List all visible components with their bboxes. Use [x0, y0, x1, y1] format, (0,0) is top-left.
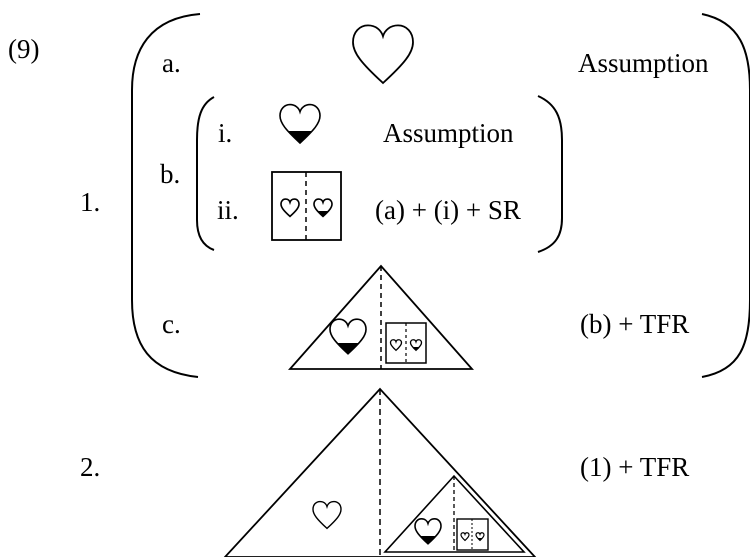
nested-triangle-diagram	[223, 387, 537, 557]
step1-number: 1.	[80, 187, 100, 217]
step1c-justification: (b) + TFR	[580, 309, 689, 339]
step1b-i-justification: Assumption	[383, 118, 514, 148]
dotted-heart-icon	[353, 25, 413, 83]
step1c-label: c.	[162, 309, 181, 339]
small-striped-heart-icon	[314, 199, 332, 216]
step1b-ii-justification: (a) + (i) + SR	[375, 195, 521, 225]
step2-number: 2.	[80, 452, 100, 482]
step2-justification: (1) + TFR	[580, 452, 689, 482]
step1b-ii-label: ii.	[217, 195, 239, 225]
step1b-right-paren	[537, 95, 563, 253]
example-number: (9)	[8, 34, 39, 64]
step1-left-paren	[131, 13, 201, 378]
striped-heart-icon	[330, 319, 366, 354]
step1b-label: b.	[160, 159, 180, 189]
step1a-label: a.	[162, 48, 181, 78]
split-box-diagram	[456, 518, 489, 551]
small-outline-heart-icon	[281, 199, 299, 216]
split-box-diagram	[386, 322, 426, 364]
dotted-heart-icon	[313, 502, 341, 529]
striped-heart-icon	[280, 105, 320, 143]
split-triangle-diagram	[288, 264, 474, 369]
split-triangle-diagram	[383, 474, 526, 552]
step1b-left-paren	[196, 96, 215, 251]
step1a-justification: Assumption	[578, 48, 709, 78]
striped-heart-icon	[415, 519, 441, 544]
step1b-i-label: i.	[218, 118, 232, 148]
step1-right-paren	[701, 13, 750, 378]
split-box-diagram	[271, 171, 342, 241]
